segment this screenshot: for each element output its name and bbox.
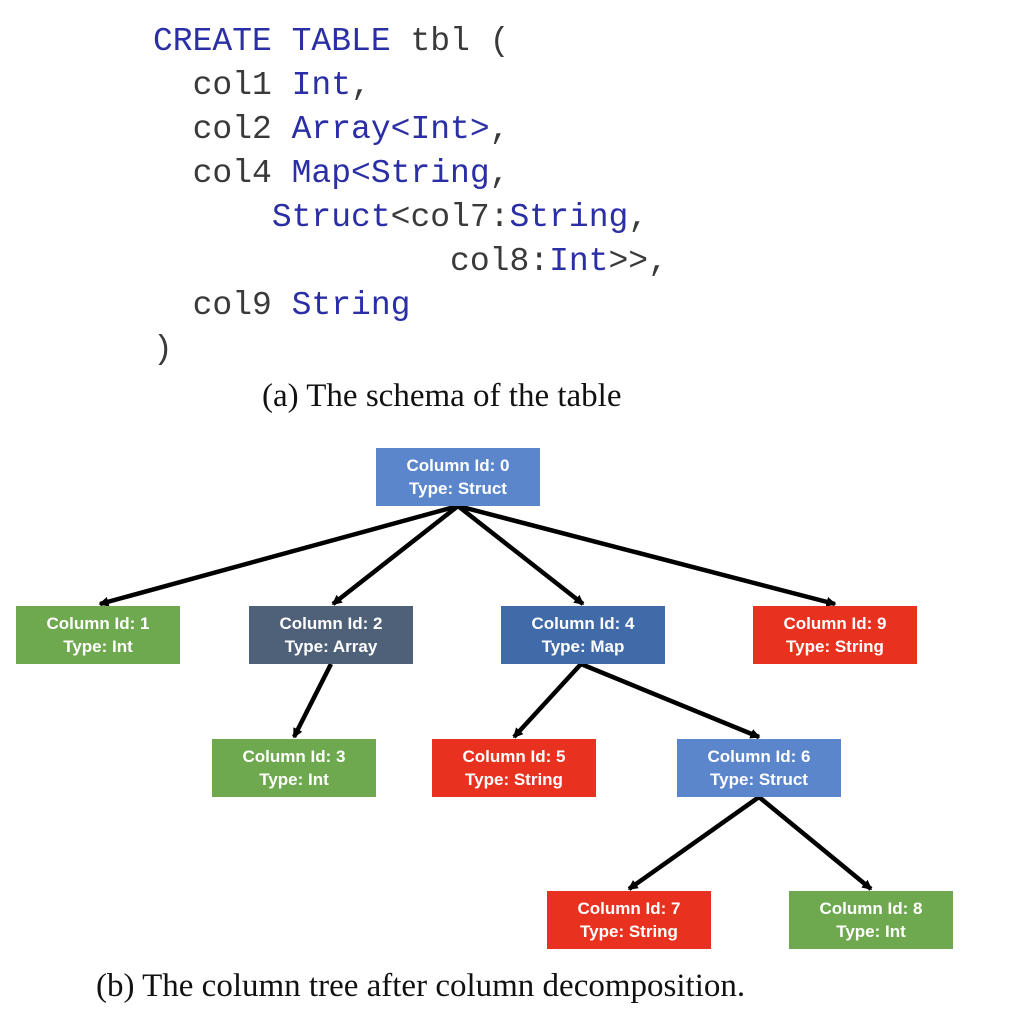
edge-n0-n2 <box>331 504 460 606</box>
node-column-id-label: Column Id: 9 <box>784 614 887 633</box>
code-identifier: , <box>351 67 371 104</box>
code-line-8: ) <box>153 330 173 370</box>
node-type-label: Type: String <box>465 770 563 789</box>
node-box <box>212 739 376 797</box>
edge-n6-n8 <box>757 795 873 891</box>
tree-node-n2: Column Id: 2 Type: Array <box>249 606 413 664</box>
code-keyword: String <box>509 199 629 236</box>
node-column-id-label: Column Id: 7 <box>578 899 681 918</box>
code-identifier: <col7: <box>390 199 510 236</box>
code-identifier: , <box>489 155 510 192</box>
node-type-label: Type: Struct <box>710 770 808 789</box>
code-line-4: col4 Map<String, <box>153 154 510 194</box>
code-keyword: Int <box>291 67 352 104</box>
node-box <box>249 606 413 664</box>
edge-n0-n9 <box>457 503 837 607</box>
tree-node-n9: Column Id: 9 Type: String <box>753 606 917 664</box>
code-keyword: Map<String <box>291 155 490 192</box>
node-box <box>501 606 665 664</box>
code-line-3: col2 Array<Int>, <box>153 110 510 150</box>
node-type-label: Type: Int <box>259 770 329 789</box>
node-box <box>789 891 953 949</box>
node-column-id-label: Column Id: 4 <box>532 614 635 633</box>
node-type-label: Type: Struct <box>409 479 507 498</box>
node-type-label: Type: Int <box>63 637 133 656</box>
tree-node-n7: Column Id: 7 Type: String <box>547 891 711 949</box>
code-identifier: col9 <box>153 287 292 324</box>
code-identifier: , <box>489 111 510 148</box>
tree-node-n4: Column Id: 4 Type: Map <box>501 606 665 664</box>
code-line-5: Struct<col7:String, <box>153 198 648 238</box>
edge-n4-n6 <box>580 661 761 740</box>
node-column-id-label: Column Id: 2 <box>280 614 383 633</box>
node-type-label: Type: Map <box>542 637 625 656</box>
node-column-id-label: Column Id: 1 <box>47 614 150 633</box>
edge-n6-n7 <box>627 795 761 891</box>
node-column-id-label: Column Id: 6 <box>708 747 811 766</box>
node-column-id-label: Column Id: 0 <box>407 456 510 475</box>
node-type-label: Type: Int <box>836 922 906 941</box>
node-box <box>677 739 841 797</box>
node-column-id-label: Column Id: 3 <box>243 747 346 766</box>
node-box <box>547 891 711 949</box>
edge-n2-n3 <box>291 662 334 739</box>
code-identifier: col8: <box>153 243 550 280</box>
code-line-6: col8:Int>>, <box>153 242 668 282</box>
node-box <box>753 606 917 664</box>
edge-n0-n1 <box>98 503 459 607</box>
tree-node-n1: Column Id: 1 Type: Int <box>16 606 180 664</box>
schema-caption: (a) The schema of the table <box>262 378 622 414</box>
edge-n4-n5 <box>512 662 583 739</box>
code-identifier: col1 <box>153 67 292 104</box>
code-line-7: col9 String <box>153 286 411 326</box>
code-identifier: ) <box>153 331 173 368</box>
tree-node-n5: Column Id: 5 Type: String <box>432 739 596 797</box>
tree-edges <box>98 503 873 891</box>
code-identifier: tbl ( <box>390 23 510 60</box>
node-column-id-label: Column Id: 5 <box>463 747 566 766</box>
code-identifier: col2 <box>153 111 292 148</box>
node-box <box>16 606 180 664</box>
node-column-id-label: Column Id: 8 <box>820 899 923 918</box>
edge-n0-n4 <box>456 504 585 606</box>
code-keyword: CREATE TABLE <box>153 23 391 60</box>
code-line-1: CREATE TABLE tbl ( <box>153 22 509 62</box>
code-keyword: Array<Int> <box>291 111 490 148</box>
tree-node-n6: Column Id: 6 Type: Struct <box>677 739 841 797</box>
schema-code-block: CREATE TABLE tbl ( col1 Int, col2 Array<… <box>0 0 1018 380</box>
code-keyword: Struct <box>271 199 391 236</box>
node-type-label: Type: String <box>786 637 884 656</box>
code-identifier: >>, <box>608 243 668 280</box>
code-identifier: col4 <box>153 155 292 192</box>
node-box <box>376 448 540 506</box>
node-type-label: Type: String <box>580 922 678 941</box>
node-box <box>432 739 596 797</box>
code-keyword: Int <box>549 243 609 280</box>
tree-node-n3: Column Id: 3 Type: Int <box>212 739 376 797</box>
code-keyword: String <box>291 287 411 324</box>
tree-node-n0: Column Id: 0 Type: Struct <box>376 448 540 506</box>
node-type-label: Type: Array <box>285 637 378 656</box>
code-line-2: col1 Int, <box>153 66 371 106</box>
code-identifier: , <box>628 199 649 236</box>
tree-node-n8: Column Id: 8 Type: Int <box>789 891 953 949</box>
tree-caption: (b) The column tree after column decompo… <box>96 968 746 1004</box>
